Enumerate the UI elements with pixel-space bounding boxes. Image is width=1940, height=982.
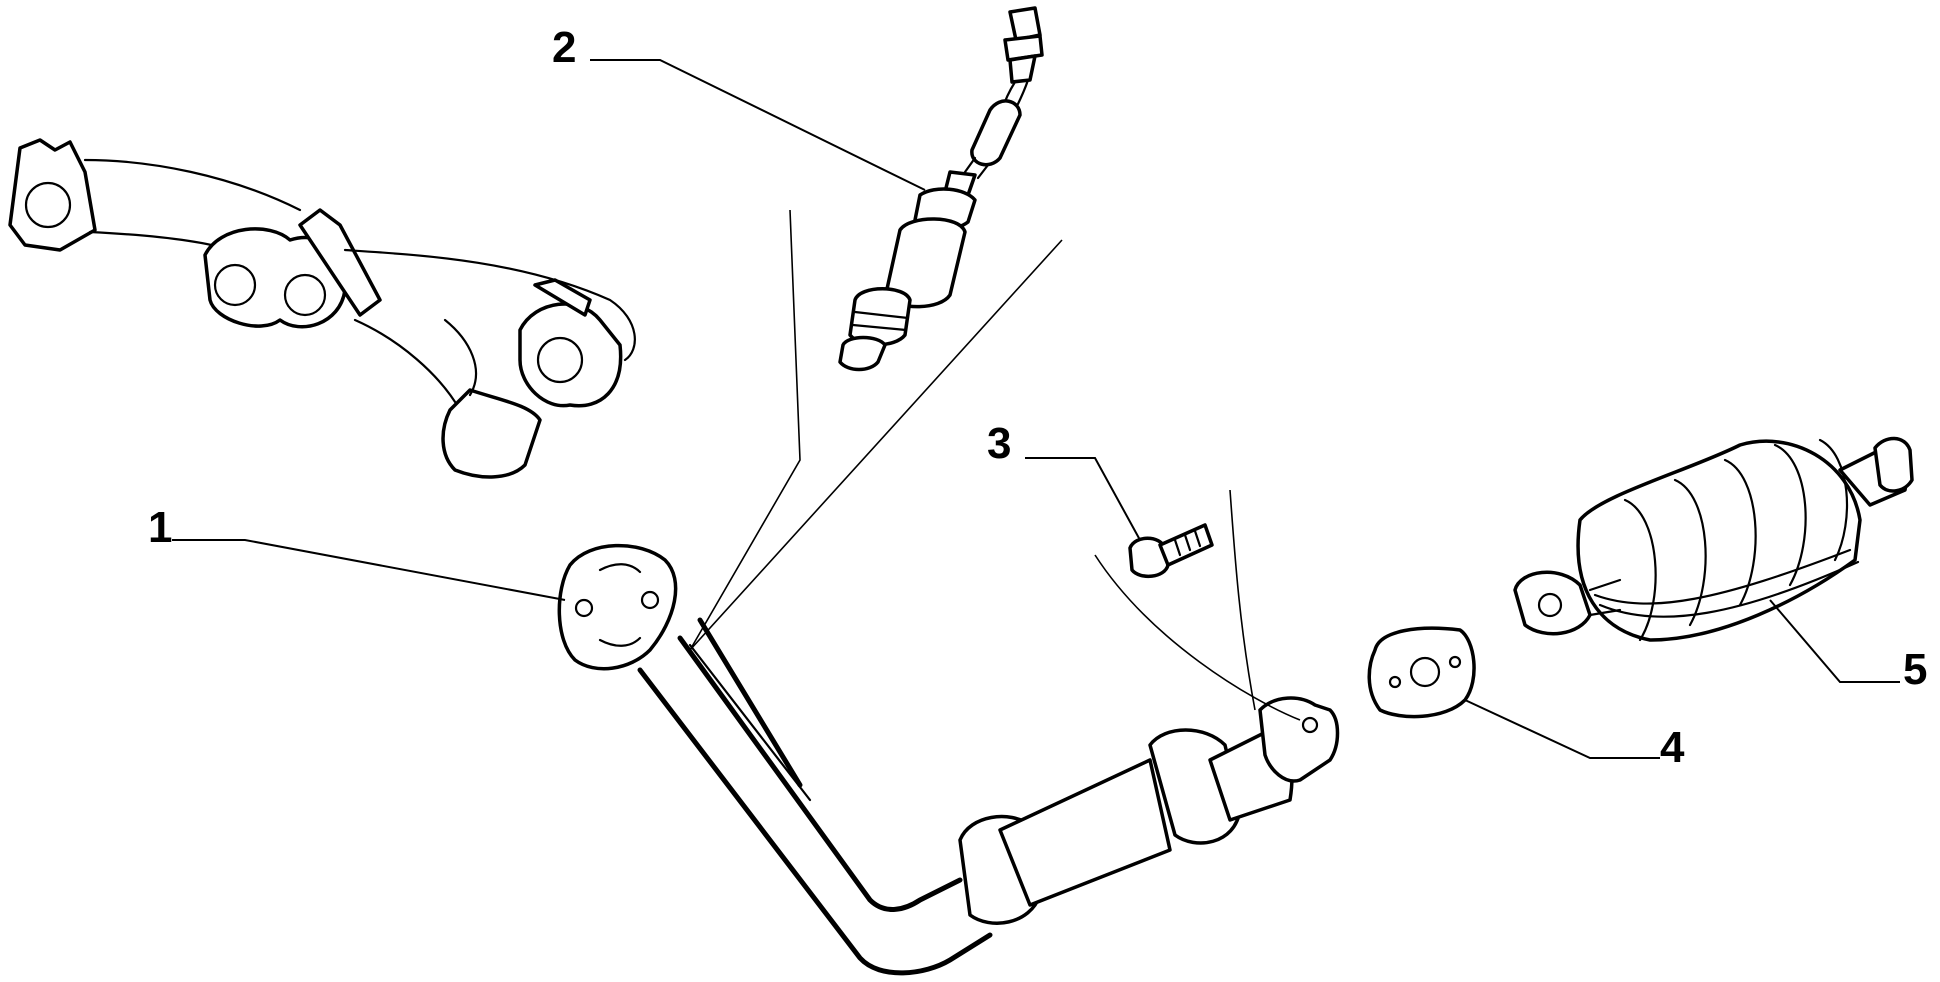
callout-5: 5: [1903, 645, 1927, 694]
leader-1: [172, 539, 566, 601]
leader-5: [1769, 599, 1900, 683]
callout-3: 3: [987, 419, 1011, 468]
callout-2: 2: [552, 23, 576, 72]
reference-lines: [689, 209, 1301, 721]
leader-2: [590, 59, 926, 191]
exhaust-manifold: [8, 138, 636, 479]
callout-labels: 1 2 3 4 5: [148, 23, 1927, 772]
callout-1: 1: [148, 503, 172, 552]
leader-4: [1464, 699, 1660, 759]
bolt: [1128, 523, 1214, 578]
leader-3: [1025, 457, 1141, 541]
callout-leaders: [172, 59, 1900, 759]
gasket: [1367, 626, 1476, 719]
front-exhaust-pipe: [557, 543, 1340, 976]
callout-4: 4: [1660, 723, 1685, 772]
catalytic-converter: [1513, 436, 1914, 642]
lambda-sensor: [838, 6, 1044, 372]
